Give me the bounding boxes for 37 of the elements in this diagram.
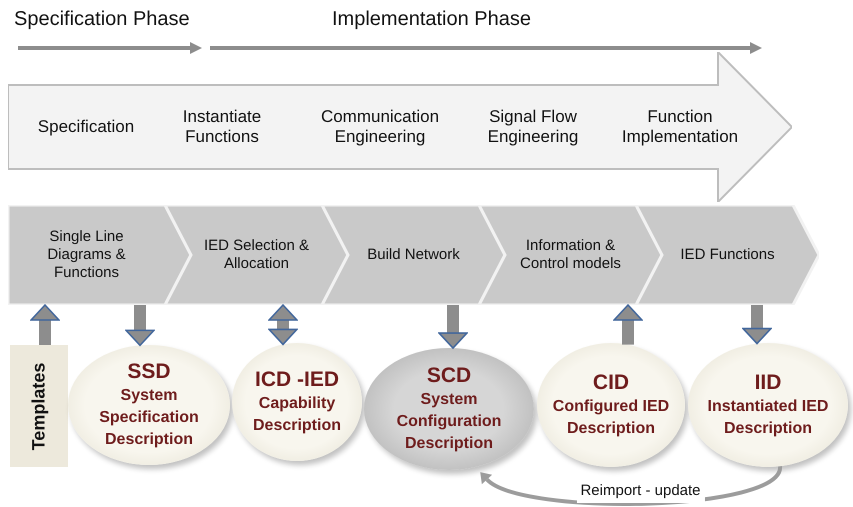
step-label: Function Implementation — [620, 107, 740, 147]
description-label: Instantiated IED Description — [706, 397, 830, 439]
step-label: IED Selection & Allocation — [202, 237, 310, 273]
block-arrow — [742, 305, 772, 344]
acronym-label: SSD — [127, 359, 171, 385]
block-arrow — [125, 305, 155, 346]
step-label: Communication Engineering — [320, 107, 440, 147]
step-label: IED Functions — [680, 246, 775, 264]
step-label: Signal Flow Engineering — [486, 107, 580, 147]
block-arrow — [438, 305, 468, 349]
description-label: Capability Description — [252, 394, 342, 436]
chevron-step — [8, 205, 191, 305]
block-arrow — [30, 304, 60, 345]
block-arrow — [613, 304, 643, 345]
step-label: Specification — [36, 117, 136, 137]
acronym-label: CID — [592, 370, 630, 396]
acronym-label: ICD -IED — [255, 367, 339, 393]
chevron-step — [165, 205, 348, 305]
acronym-label: IID — [754, 370, 782, 396]
acronym-label: SCD — [426, 363, 472, 389]
tab-label: Templates — [28, 362, 50, 450]
step-label: Information & Control models — [519, 237, 622, 273]
description-label: Configured IED Description — [552, 397, 670, 439]
chevron-step — [636, 205, 819, 305]
phase-label: Specification Phase — [14, 7, 190, 32]
description-label: System Specification Description — [98, 386, 200, 450]
curved-arrow — [478, 466, 782, 506]
process-band-arrow — [8, 52, 792, 202]
description-label: System Configuration Description — [396, 390, 502, 454]
block-arrow — [268, 304, 298, 346]
chevron-step — [479, 205, 662, 305]
chevron-step — [322, 205, 505, 305]
phase-label: Implementation Phase — [332, 7, 532, 32]
step-label: Build Network — [367, 246, 460, 264]
step-label: Single Line Diagrams & Functions — [46, 228, 127, 282]
step-label: Instantiate Functions — [182, 107, 262, 147]
templates-tab — [10, 345, 68, 467]
